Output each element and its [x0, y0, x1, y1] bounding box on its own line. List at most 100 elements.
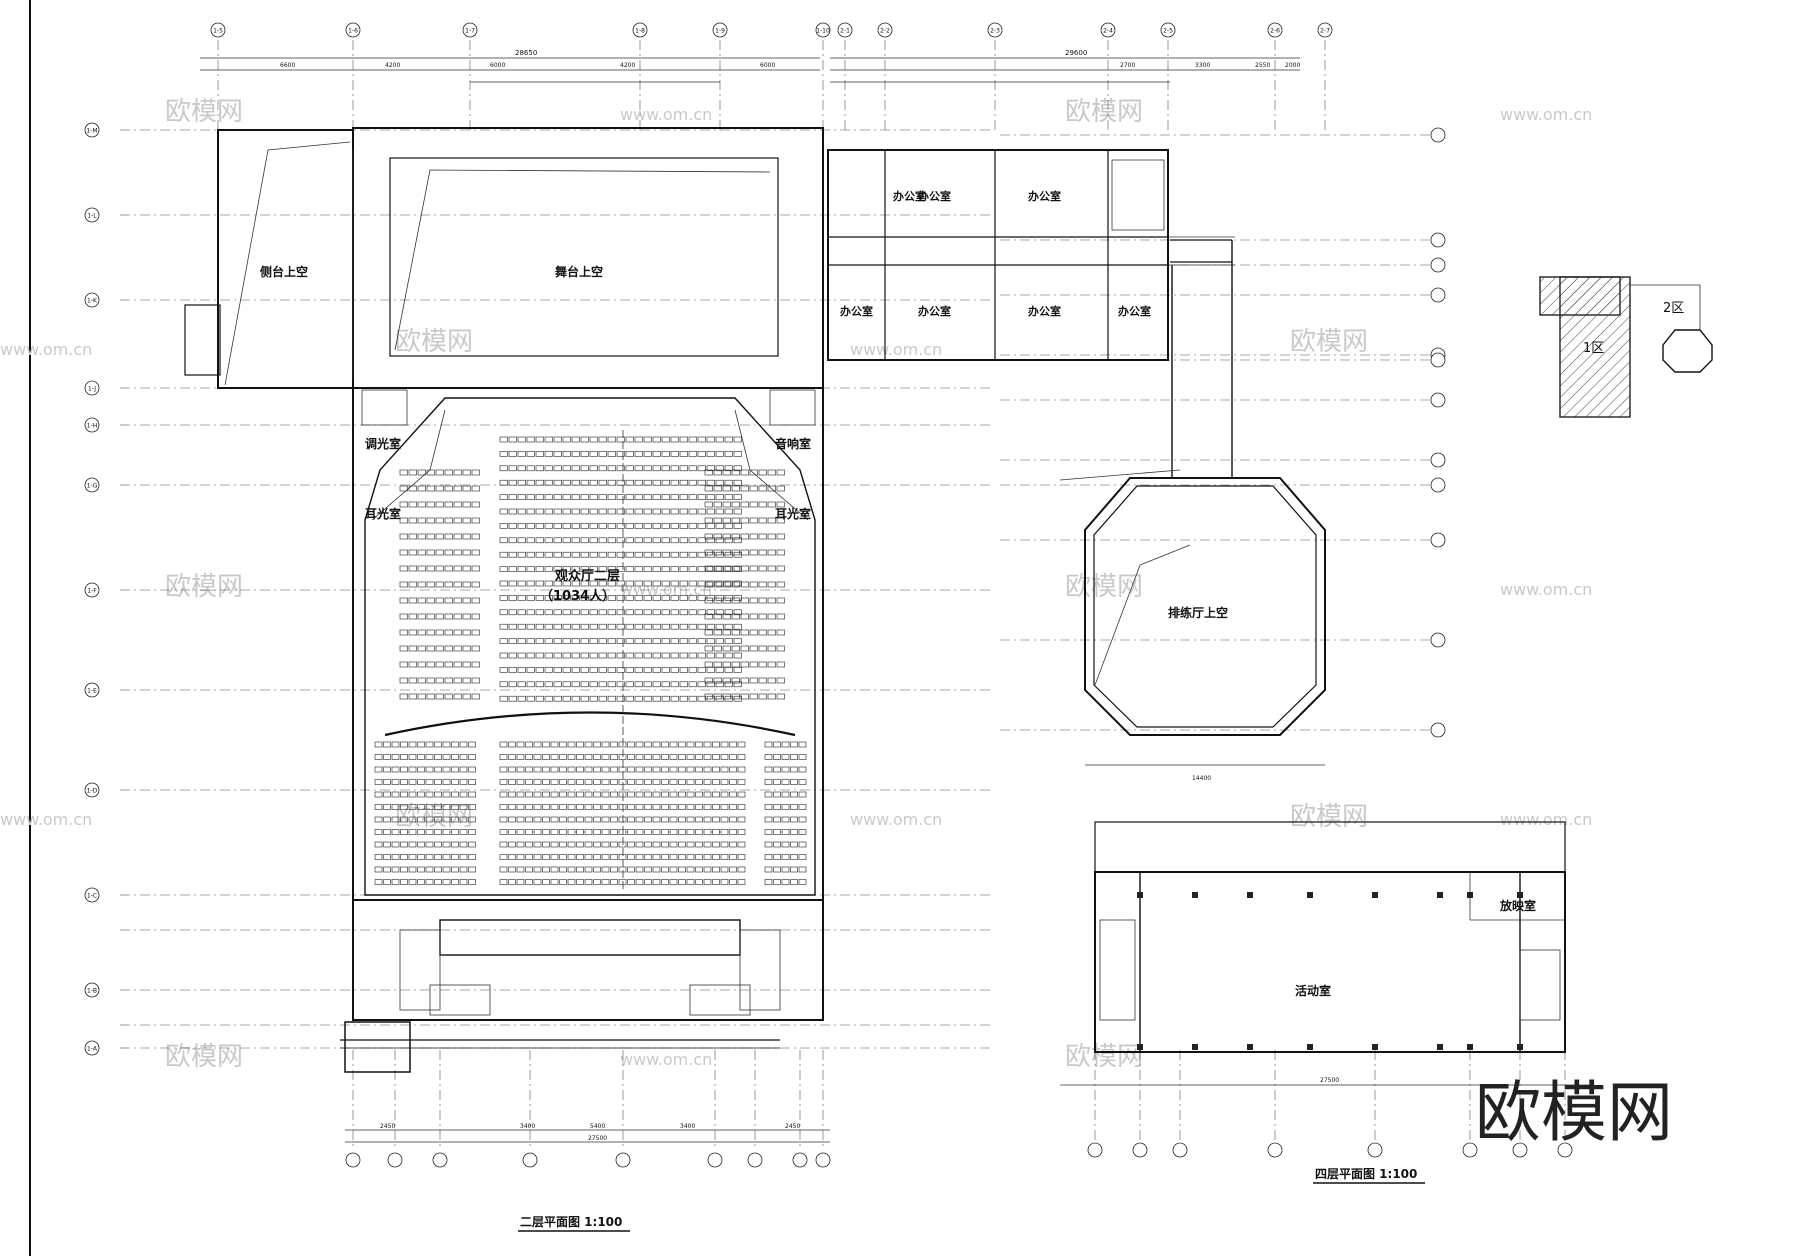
room-office: 办公室: [1028, 304, 1061, 318]
rehearsal-hall: 14400: [1059, 469, 1326, 782]
watermark: 欧模网: [165, 1042, 243, 1072]
watermark: 欧模网: [1065, 1042, 1143, 1072]
svg-text:1-J: 1-J: [88, 386, 96, 393]
room-projection: 放映室: [1499, 898, 1536, 913]
svg-text:1-K: 1-K: [87, 298, 98, 305]
room-activity: 活动室: [1295, 983, 1331, 998]
svg-text:2-7: 2-7: [1320, 28, 1330, 35]
auditorium-seats: [374, 436, 807, 885]
watermark: 欧模网: [1290, 802, 1368, 832]
room-sound: 音响室: [775, 436, 811, 451]
axis-bubble-left: 1-E: [84, 682, 100, 698]
axis-bubble-left: 1-M: [84, 122, 100, 138]
top-dimensions: 28650 29600 6600 4200 6000 4200 6000 270…: [200, 49, 1300, 83]
room-ear-light-left: 耳光室: [365, 506, 401, 521]
room-office: 办公室: [840, 304, 873, 318]
watermark-url: www.om.cn: [0, 810, 92, 829]
svg-text:1-G: 1-G: [87, 483, 98, 490]
dim-top: 2550: [1255, 62, 1270, 69]
drawing-titles: 二层平面图 1:100 四层平面图 1:100: [518, 1167, 1425, 1232]
axis-bubble-left: 1-B: [84, 982, 100, 998]
dim-top-total: 28650: [515, 49, 537, 57]
axis-bubble-left: 1-D: [84, 782, 100, 798]
axis-bubble-top: 1-10: [815, 22, 831, 38]
axis-bubble-top: 2-4: [1100, 22, 1116, 38]
watermark-url: www.om.cn: [0, 340, 92, 359]
bottom-dimensions: 27500 2450 3400 5400 3400 2450: [345, 1123, 830, 1143]
svg-text:1-F: 1-F: [87, 588, 97, 595]
dim-top: 6000: [760, 62, 775, 69]
watermark: 欧模网: [1290, 327, 1368, 357]
axis-bubble-top: 1-6: [345, 22, 361, 38]
svg-text:1-9: 1-9: [715, 28, 725, 35]
svg-text:1-M: 1-M: [86, 128, 97, 135]
watermark-url: www.om.cn: [620, 580, 712, 599]
dim-bottom: 2450: [380, 1123, 395, 1130]
dim-bottom: 2450: [785, 1123, 800, 1130]
watermark-url: www.om.cn: [850, 810, 942, 829]
axis-bubble-left: 1-H: [84, 417, 100, 433]
svg-text:1-D: 1-D: [87, 788, 98, 795]
svg-text:1-C: 1-C: [87, 893, 97, 900]
watermark: 欧模网: [165, 572, 243, 602]
room-ear-light-right: 耳光室: [775, 506, 811, 521]
watermark-sites: www.om.cn www.om.cn www.om.cn www.om.cn …: [0, 105, 1592, 1069]
watermark: 欧模网: [165, 97, 243, 127]
svg-text:1-E: 1-E: [87, 688, 97, 695]
room-seat-count: （1034人）: [540, 588, 615, 604]
axis-bubble-top: 2-2: [877, 22, 893, 38]
svg-text:1-8: 1-8: [635, 28, 645, 35]
axis-bubbles: 1-M 1-L 1-K 1-J 1-H 1-G 1-F 1-E 1-D 1-C 1-B 1-A 1-5 1…: [84, 22, 1573, 1168]
svg-text:2-3: 2-3: [990, 28, 1000, 35]
svg-text:1-5: 1-5: [213, 28, 223, 35]
watermark-url: www.om.cn: [1500, 810, 1592, 829]
dim-bottom: 3400: [680, 1123, 695, 1130]
svg-text:1-L: 1-L: [87, 213, 97, 220]
axis-bubble-left: 1-A: [84, 1040, 100, 1056]
axis-bubble-top: 2-6: [1267, 22, 1283, 38]
room-office: 办公室: [1118, 304, 1151, 318]
office-annex: [827, 149, 1235, 478]
axis-bubble-top: 1-8: [632, 22, 648, 38]
axis-bubble-top: 1-7: [462, 22, 478, 38]
svg-text:1-H: 1-H: [87, 423, 98, 430]
svg-text:2-2: 2-2: [880, 28, 890, 35]
watermark: 欧模网: [1065, 572, 1143, 602]
axis-bubble-top: 2-1: [837, 22, 853, 38]
plan2-title: 二层平面图 1:100: [520, 1215, 622, 1229]
room-labels: 侧台上空 舞台上空 办公室 办公室 办公室 办公室 办公室 办公室 办公室 调光…: [260, 189, 1536, 998]
watermarks: 欧模网 欧模网 欧模网 欧模网 欧模网 欧模网 欧模网 欧模网 欧模网 欧模网: [165, 97, 1368, 1072]
axis-bubble-left: 1-G: [84, 477, 100, 493]
room-rehearsal-void: 排练厅上空: [1168, 605, 1228, 620]
dim-bottom: 5400: [590, 1123, 605, 1130]
dim-rehearsal-total: 14400: [1192, 775, 1211, 782]
dim-top: 4200: [620, 62, 635, 69]
svg-text:2-4: 2-4: [1103, 28, 1113, 35]
axis-bubble-left: 1-F: [84, 582, 100, 598]
dim-top-total-right: 29600: [1065, 49, 1087, 57]
room-office: 办公室: [918, 189, 951, 203]
svg-text:1-7: 1-7: [465, 28, 475, 35]
axis-bubble-left: 1-C: [84, 887, 100, 903]
dim-bottom: 3400: [520, 1123, 535, 1130]
room-office: 办公室: [1028, 189, 1061, 203]
watermark-url: www.om.cn: [620, 1050, 712, 1069]
room-auditorium: 观众厅二层: [555, 568, 620, 584]
watermark-url: www.om.cn: [850, 340, 942, 359]
axis-bubble-left: 1-J: [84, 380, 100, 396]
room-stage-void: 舞台上空: [554, 264, 603, 279]
room-office: 办公室: [893, 189, 926, 203]
dim-bottom-total-4: 27500: [1320, 1077, 1339, 1084]
svg-text:2-5: 2-5: [1163, 28, 1173, 35]
axis-bubble-top: 1-5: [210, 22, 226, 38]
watermark-url: www.om.cn: [1500, 580, 1592, 599]
room-side-stage-void: 侧台上空: [260, 264, 308, 279]
axis-bubble-top: 2-7: [1317, 22, 1333, 38]
svg-text:2-6: 2-6: [1270, 28, 1280, 35]
dim-top: 6600: [280, 62, 295, 69]
axis-grid-lines: [120, 40, 1566, 1150]
svg-text:2-1: 2-1: [840, 28, 850, 35]
room-light-control: 调光室: [365, 436, 401, 451]
svg-text:1-6: 1-6: [348, 28, 358, 35]
